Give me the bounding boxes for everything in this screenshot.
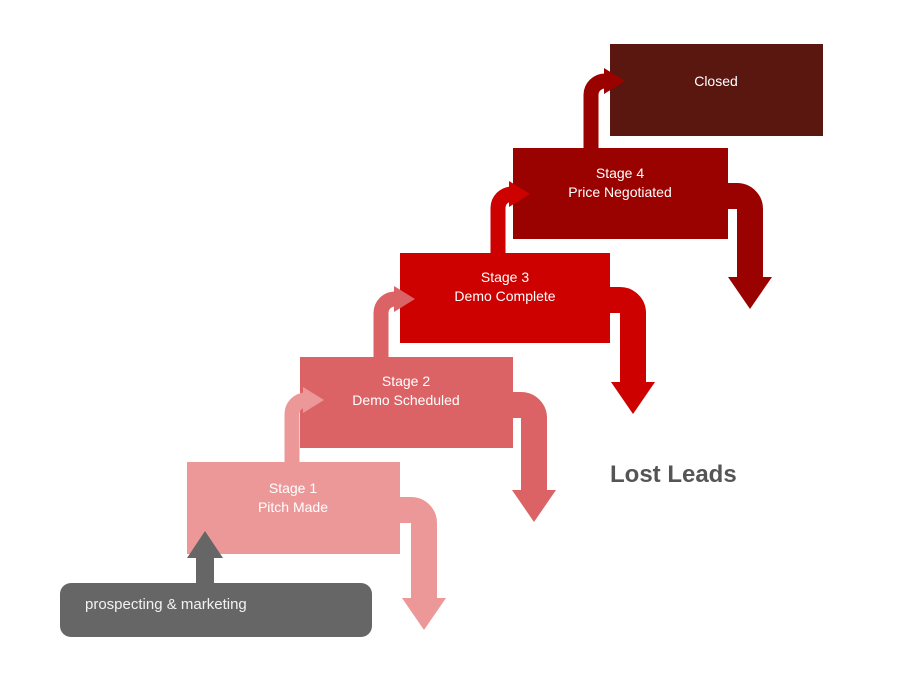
- prospecting-marketing-label: prospecting & marketing: [85, 596, 247, 613]
- stage-2-description-label: Demo Scheduled: [352, 392, 459, 408]
- stage-2-lost-arrow: [512, 392, 547, 493]
- stage-4-box: [513, 148, 728, 239]
- stage-2-box: [300, 357, 513, 448]
- stage-1-lost-arrowhead-icon: [402, 598, 446, 630]
- stage-1-to-stage-2-arrowhead-icon: [303, 387, 324, 413]
- stage-4-name-label: Stage 4: [596, 165, 644, 181]
- stage-1-description-label: Pitch Made: [258, 499, 328, 515]
- stage-3-to-stage-4-arrowhead-icon: [509, 181, 530, 207]
- stage-3-lost-arrow: [609, 287, 646, 385]
- stage-2-to-stage-3-arrowhead-icon: [394, 286, 415, 312]
- stage-4-lost-arrowhead-icon: [728, 277, 772, 309]
- closed-label: Closed: [694, 73, 738, 89]
- stage-3-lost-arrowhead-icon: [611, 382, 655, 414]
- lost-leads-label: Lost Leads: [610, 461, 737, 488]
- stage-2-name-label: Stage 2: [382, 373, 430, 389]
- stage-4-to-closed-arrowhead-icon: [604, 68, 625, 94]
- stage-4-description-label: Price Negotiated: [568, 184, 672, 200]
- stage-4-to-closed-connector: [583, 73, 606, 149]
- stage-2-lost-arrowhead-icon: [512, 490, 556, 522]
- closed-box: [610, 44, 823, 136]
- stage-3-box: [400, 253, 610, 343]
- stage-1-lost-arrow: [399, 497, 437, 601]
- stage-2-to-stage-3-connector: [373, 291, 396, 358]
- prospecting-marketing-box: [60, 583, 372, 637]
- prospecting-to-stage-1-arrowhead-icon: [187, 531, 223, 558]
- stage-3-name-label: Stage 3: [481, 269, 529, 285]
- stage-1-box: [187, 462, 400, 554]
- stage-3-description-label: Demo Complete: [454, 288, 555, 304]
- stage-1-name-label: Stage 1: [269, 480, 317, 496]
- stage-4-lost-arrow: [727, 183, 763, 280]
